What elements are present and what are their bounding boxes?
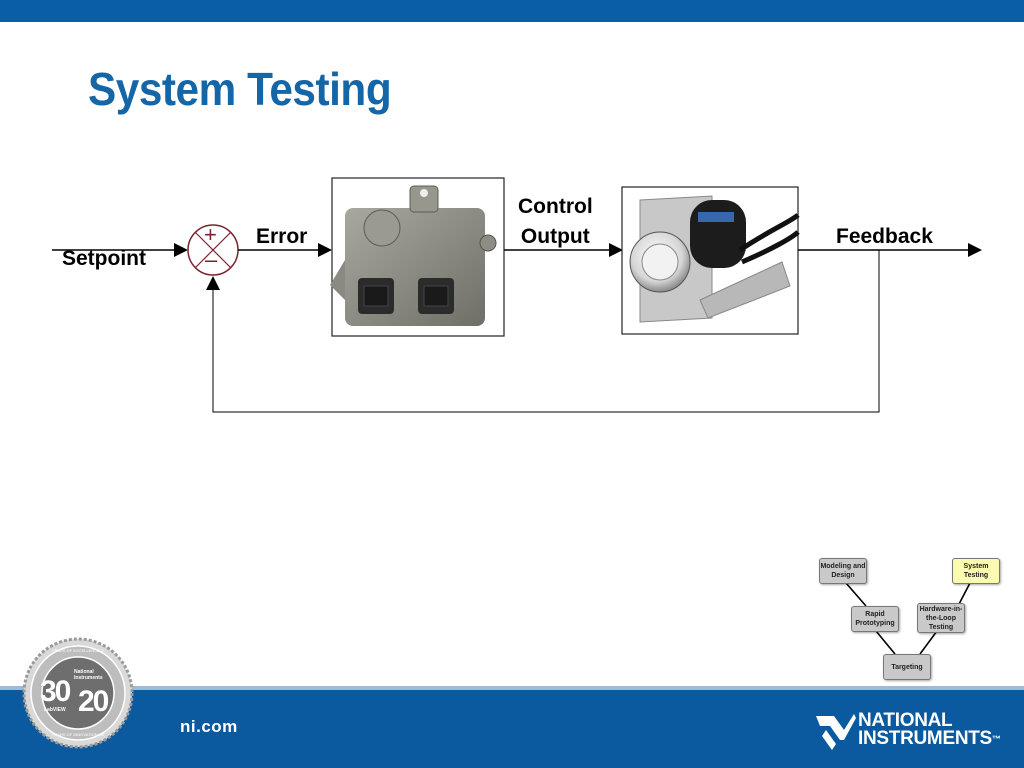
badge-inner-bottom: LabVIEW <box>44 707 66 713</box>
minus-sign: – <box>205 247 218 272</box>
process-step-targeting: Targeting <box>883 654 931 680</box>
plus-sign: + <box>204 222 217 247</box>
summing-junction <box>187 224 239 276</box>
error-label: Error <box>256 225 308 248</box>
control-loop-diagram <box>52 177 982 655</box>
ni-trademark: ™ <box>991 734 1001 744</box>
ni-brand-line-2: INSTRUMENTS™ <box>858 728 1001 749</box>
controller-ecu-image <box>330 177 505 337</box>
badge-seal-icon <box>22 637 134 749</box>
slide-title: System Testing <box>88 63 392 115</box>
footer-url: ni.com <box>180 717 238 736</box>
process-step-modeling-design: Modeling and Design <box>819 558 867 584</box>
control-output-arrowhead <box>609 243 623 257</box>
process-step-hil-testing: Hardware-in-the-Loop Testing <box>917 603 965 633</box>
badge-ring-bottom-text: YEARS OF INNOVATION 1986-2006 <box>52 732 104 737</box>
top-bar <box>0 0 1024 22</box>
process-map-connectors <box>845 582 971 655</box>
badge-number-20: 20 <box>78 685 109 718</box>
control-output-label-line-2: Output <box>520 225 590 248</box>
error-arrowhead <box>318 243 332 257</box>
footer-divider <box>0 686 1024 690</box>
badge-ring-top-text: YEARS OF EXCELLENCE 1976-2006 <box>52 648 104 653</box>
control-output-label-line-1: Control <box>518 195 593 218</box>
process-step-rapid-prototyping: Rapid Prototyping <box>851 606 899 632</box>
feedback-loop-path <box>212 250 880 413</box>
footer-bar <box>0 690 1024 768</box>
badge-number-30: 30 <box>40 675 71 708</box>
ni-brand-line-1: NATIONAL <box>858 710 953 731</box>
setpoint-label: Setpoint <box>62 247 146 270</box>
control-output-label: Control Output <box>518 192 593 252</box>
feedback-output-arrowhead <box>968 243 982 257</box>
ni-eagle-logo-icon <box>816 714 856 750</box>
plant-actuator-image <box>621 186 800 335</box>
setpoint-arrowhead <box>174 243 188 257</box>
feedback-arrowhead <box>206 276 220 290</box>
feedback-label: Feedback <box>836 225 933 248</box>
process-step-system-testing: System Testing <box>952 558 1000 584</box>
ni-brand-name: NATIONAL INSTRUMENTS™ <box>858 710 1001 749</box>
